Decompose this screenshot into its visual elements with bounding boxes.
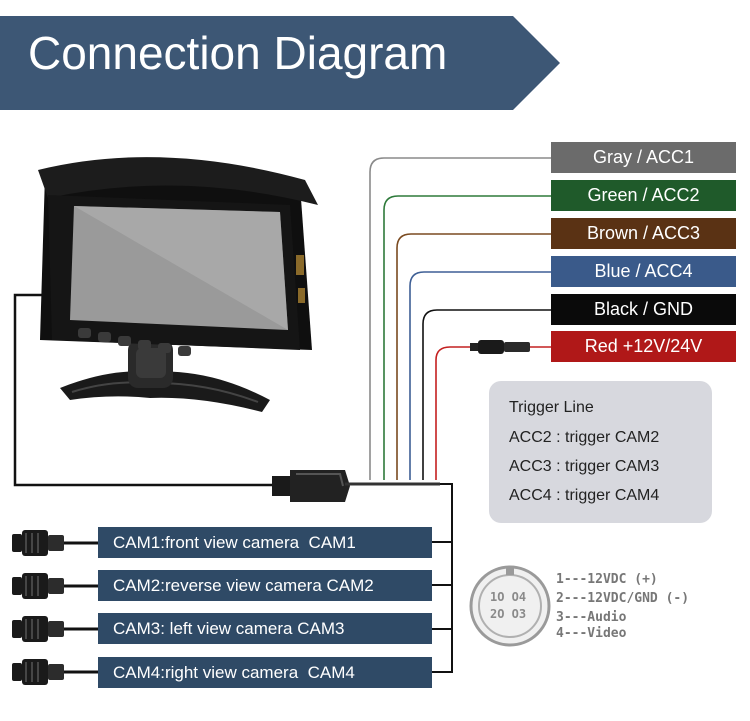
trigger-line-acc3: ACC3 : trigger CAM3 — [509, 458, 660, 475]
wire-label-black: Black / GND — [551, 294, 736, 325]
signal-wires — [369, 157, 551, 480]
wire-green — [383, 195, 551, 480]
pin-legend-4: 4---Video — [556, 626, 627, 641]
wire-label-green: Green / ACC2 — [551, 180, 736, 211]
camera-label-cam4: CAM4:right view camera CAM4 — [98, 657, 432, 688]
camera-plug-icon — [12, 530, 98, 685]
camera-label-cam3: CAM3: left view camera CAM3 — [98, 613, 432, 644]
wire-gray — [369, 157, 551, 480]
wire-red — [435, 346, 478, 480]
pin-legend-3: 3---Audio — [556, 610, 627, 625]
wire-brown — [396, 233, 551, 480]
connector-pin-row-1: 1O O4 — [490, 590, 527, 604]
fuse-holder-icon — [470, 340, 530, 354]
camera-label-cam1: CAM1:front view camera CAM1 — [98, 527, 432, 558]
trigger-line-acc2: ACC2 : trigger CAM2 — [509, 429, 660, 446]
camera-label-cam2: CAM2:reverse view camera CAM2 — [98, 570, 432, 601]
camera-bus — [432, 483, 453, 673]
wire-label-brown: Brown / ACC3 — [551, 218, 736, 249]
pin-legend-1: 1---12VDC (+) — [556, 572, 658, 587]
wire-label-blue: Blue / ACC4 — [551, 256, 736, 287]
wire-black — [422, 309, 551, 480]
wire-label-red: Red +12V/24V — [551, 331, 736, 362]
wire-label-gray: Gray / ACC1 — [551, 142, 736, 173]
pin-legend-2: 2---12VDC/GND (-) — [556, 591, 690, 606]
monitor-cable — [13, 293, 278, 487]
trigger-info-box: Trigger Line ACC2 : trigger CAM2 ACC3 : … — [489, 381, 712, 523]
trigger-line-acc4: ACC4 : trigger CAM4 — [509, 487, 660, 504]
monitor-icon — [38, 157, 318, 412]
connector-pin-row-2: 2O O3 — [490, 607, 527, 621]
aviation-connector-icon — [469, 565, 551, 647]
page-title: Connection Diagram — [28, 27, 448, 79]
main-connector-icon — [272, 470, 440, 502]
trigger-heading: Trigger Line — [509, 399, 594, 416]
wire-blue — [409, 271, 551, 480]
